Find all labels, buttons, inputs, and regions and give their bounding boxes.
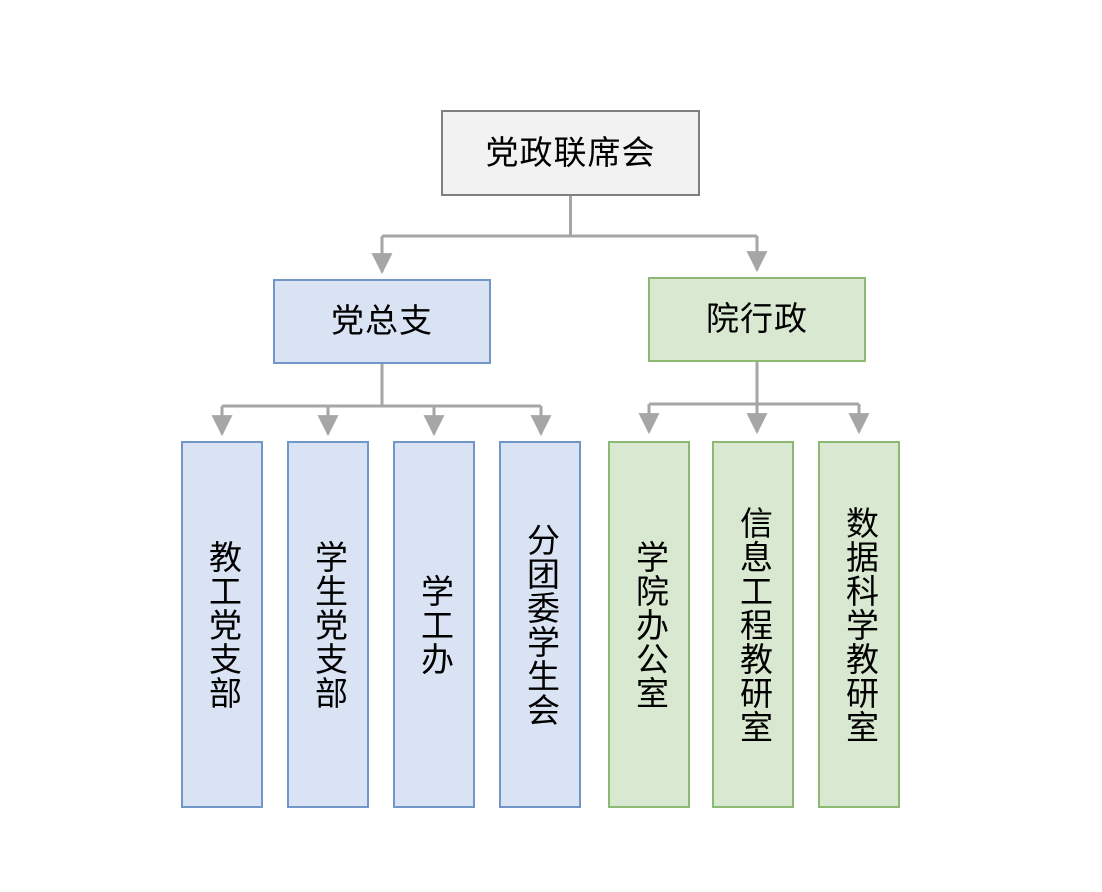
node-leaf-student-party-branch[interactable]: 学生党支部 bbox=[287, 441, 369, 808]
node-branch-admin-label: 院行政 bbox=[706, 300, 808, 338]
node-branch-party-label: 党总支 bbox=[331, 302, 433, 340]
node-branch-party[interactable]: 党总支 bbox=[273, 279, 491, 364]
node-leaf-student-party-branch-label: 学生党支部 bbox=[310, 539, 348, 710]
node-leaf-data-science-dept[interactable]: 数据科学教研室 bbox=[818, 441, 900, 808]
node-leaf-data-science-dept-label: 数据科学教研室 bbox=[841, 505, 879, 744]
node-leaf-information-engineering-dept[interactable]: 信息工程教研室 bbox=[712, 441, 794, 808]
node-leaf-youth-league-student-union[interactable]: 分团委学生会 bbox=[499, 441, 581, 808]
node-leaf-information-engineering-dept-label: 信息工程教研室 bbox=[735, 505, 773, 744]
node-leaf-youth-league-student-union-label: 分团委学生会 bbox=[522, 522, 560, 727]
node-leaf-student-affairs-office[interactable]: 学工办 bbox=[393, 441, 475, 808]
node-leaf-faculty-party-branch[interactable]: 教工党支部 bbox=[181, 441, 263, 808]
node-leaf-student-affairs-office-label: 学工办 bbox=[416, 573, 454, 676]
node-branch-admin[interactable]: 院行政 bbox=[648, 277, 866, 362]
node-root-label: 党政联席会 bbox=[485, 133, 656, 171]
node-root[interactable]: 党政联席会 bbox=[441, 110, 700, 196]
node-leaf-faculty-party-branch-label: 教工党支部 bbox=[204, 539, 242, 710]
node-leaf-college-office-label: 学院办公室 bbox=[631, 539, 669, 710]
node-leaf-college-office[interactable]: 学院办公室 bbox=[608, 441, 690, 808]
